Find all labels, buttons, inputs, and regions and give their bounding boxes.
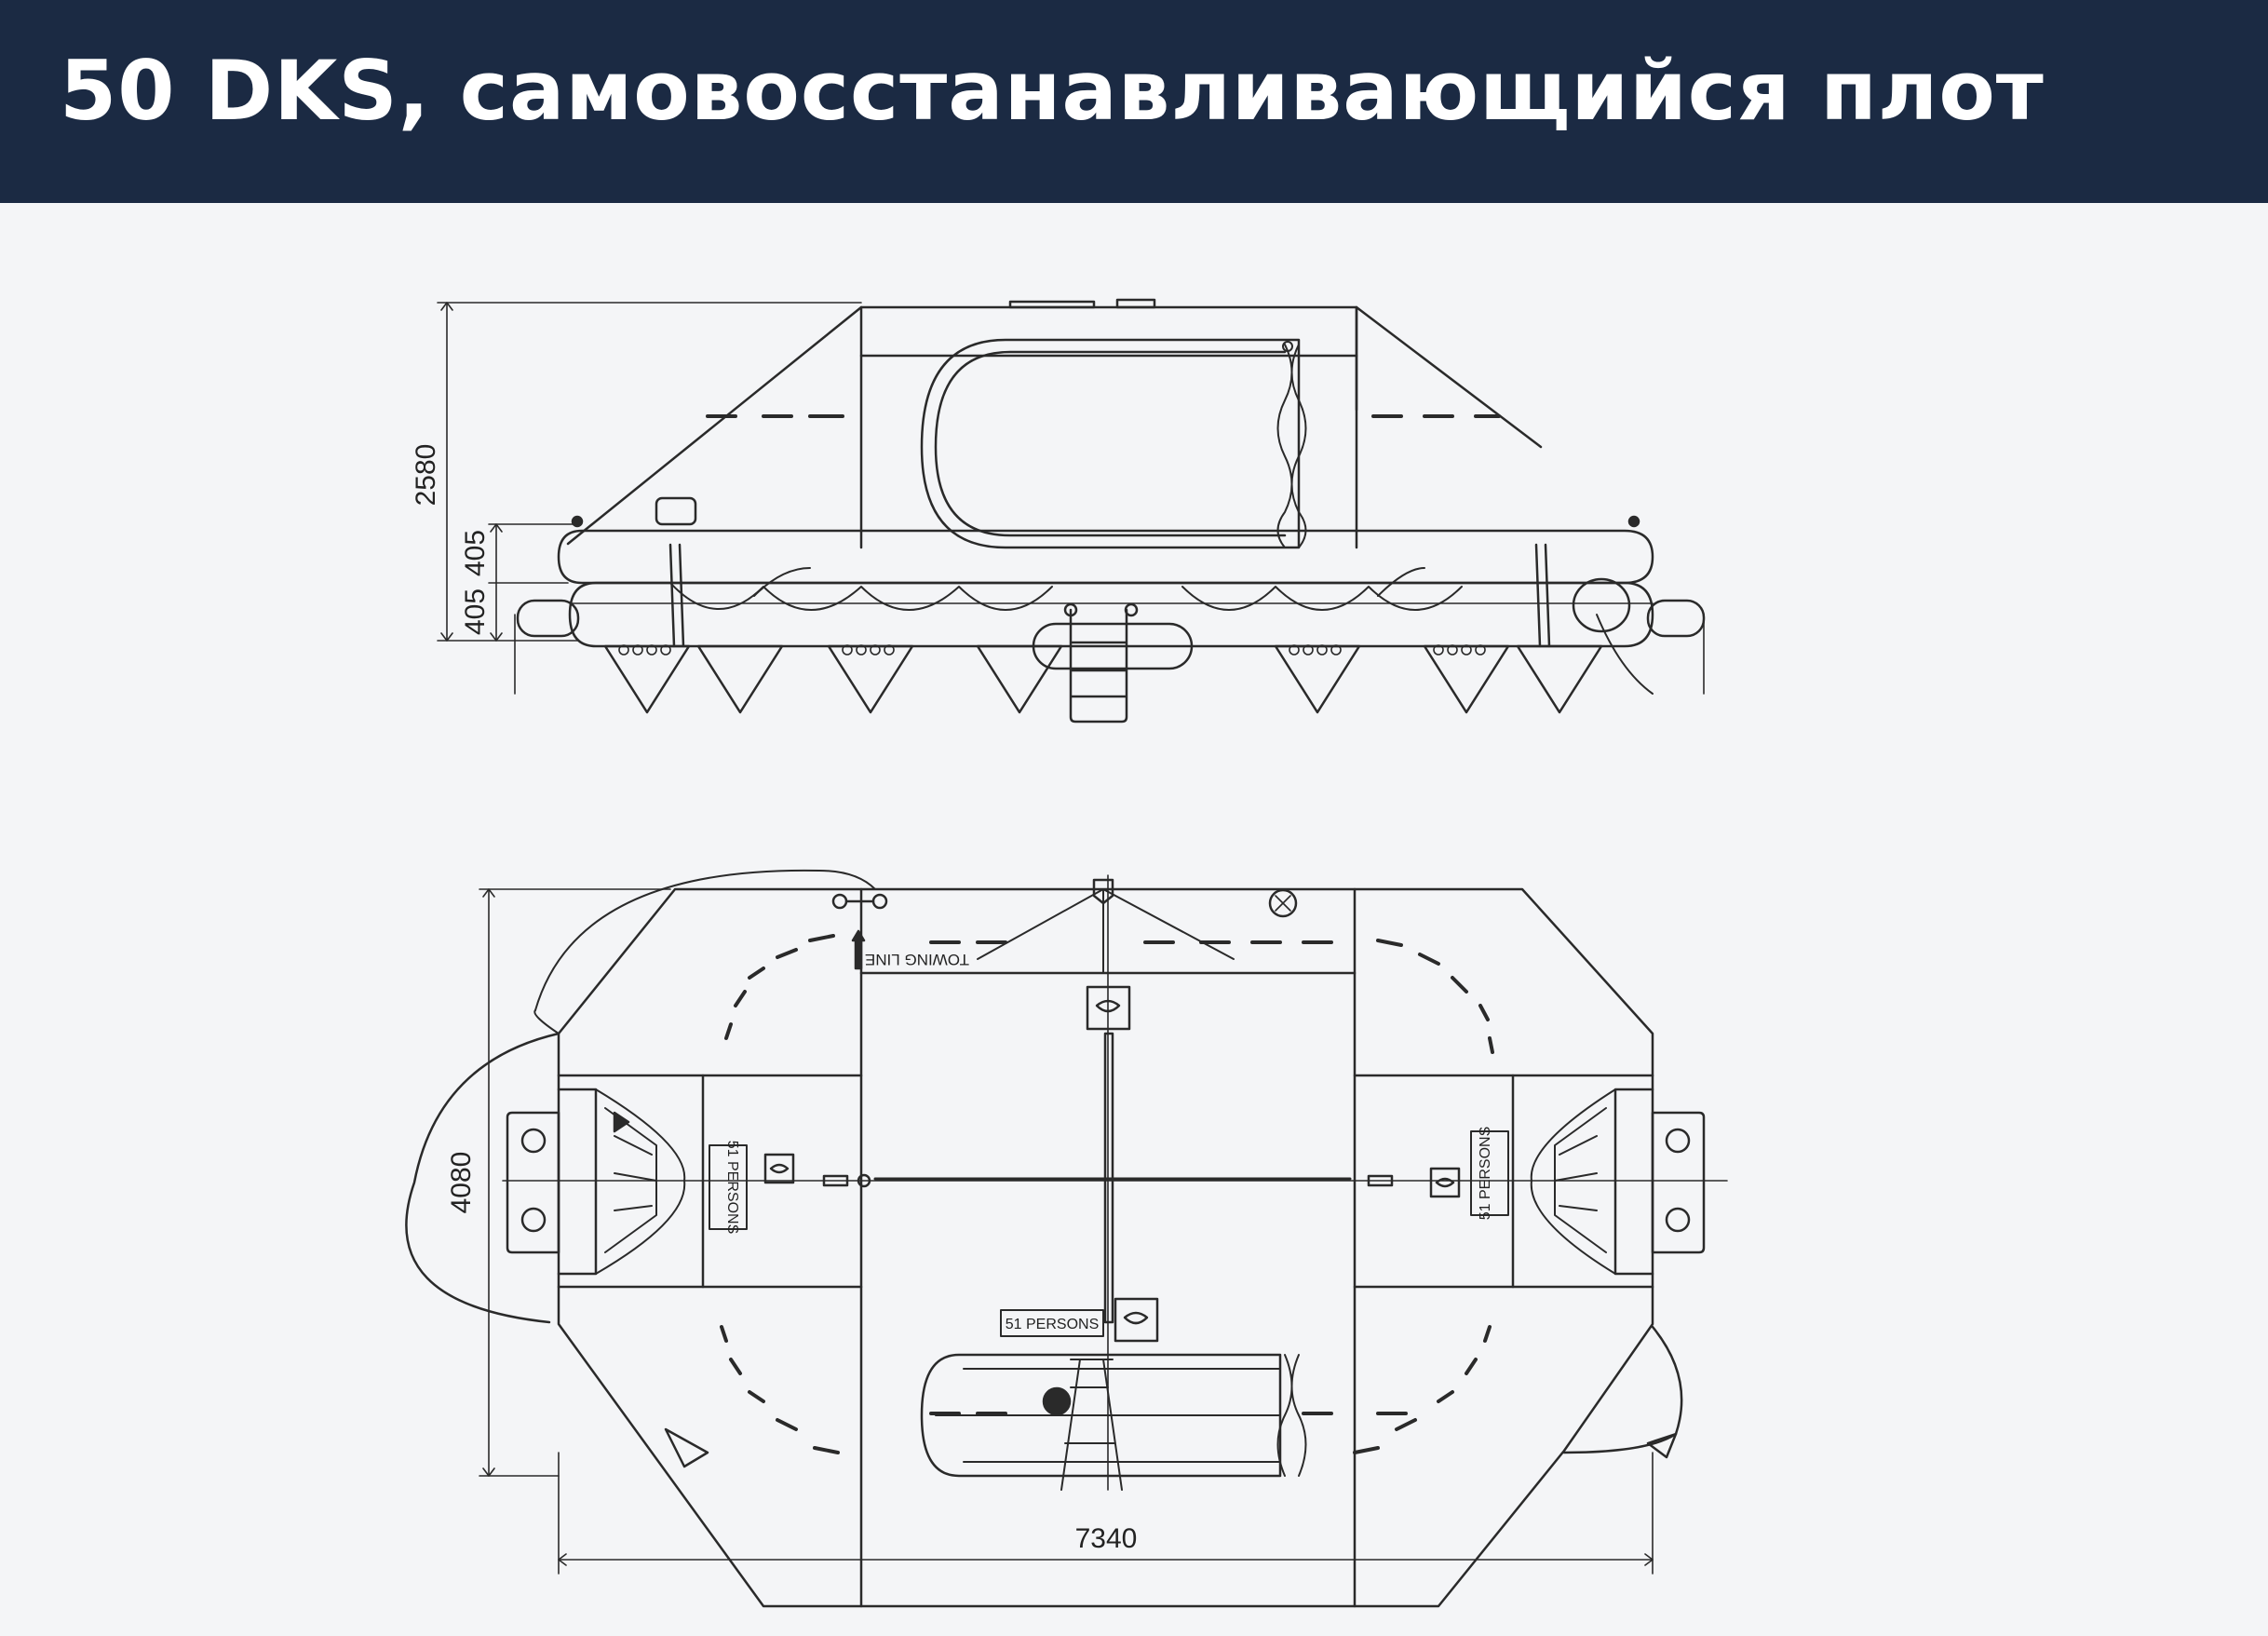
logo-plate-right [1429,1167,1461,1198]
ladder-ring-left [1063,602,1078,617]
entrance-inner [934,350,1287,537]
cylinder-valve-icon [1042,1386,1072,1416]
beam-end-left [822,1174,849,1187]
persons-box-left [709,1144,748,1230]
end-tube-right [1646,599,1706,638]
persons-box-bottom [1000,1309,1104,1337]
logo-plate-bottom [1114,1297,1159,1343]
tube-straps [668,543,1551,648]
left-entrance [506,1088,686,1276]
bottom-entrance-ladder [1060,1359,1123,1491]
right-entrance [1530,1088,1706,1276]
ladder-ring-right [1124,602,1139,617]
plan-view-labels: 4080 7340 TOWING LINE 51 PERSONS 51 PERS… [446,951,1493,1554]
pocket-holes [618,644,1486,656]
vent-fitting [1268,888,1298,918]
lower-buoyancy-tube [568,581,1654,648]
vent-fitting-cross [1275,895,1291,912]
side-view-drawing [514,298,1706,723]
plan-view-dimensions [479,888,1654,1575]
raft-inner-outline [859,887,1357,1608]
roof-plate [1115,298,1156,309]
dim-lower-tube: 405 [460,588,491,635]
logo-plate-top [1086,985,1131,1031]
label-persons-bottom: 51 PERSONS [1006,1317,1099,1332]
center-ring-left [857,1173,871,1188]
logo-plate-left [763,1153,795,1184]
grab-line [753,567,1425,597]
dim-length: 7340 [1075,1523,1138,1554]
page-title: 50 DKS, самовосстанавливающийся плот [60,43,2045,139]
label-persons-left: 51 PERSONS [724,1141,740,1234]
bridle-lines [977,888,1235,960]
plan-view-drawing [405,869,1728,1608]
corner-plate-right [1646,1432,1678,1459]
side-view-dimensions [437,302,862,642]
arch-join [533,1009,560,1034]
center-strap [1103,1032,1114,1324]
towing-eye-left [831,893,848,910]
dim-width: 4080 [446,1152,477,1214]
side-view-dimension-labels: 2580 405 405 [411,444,491,635]
towing-eye-right [871,893,888,910]
bottom-lacing [1276,1354,1307,1477]
arch-top-line [534,869,876,1011]
header-bar: 50 DKS, самовосстанавливающийся плот [0,0,2268,203]
light-right [1627,515,1640,528]
arch-right-outer [1562,1325,1683,1454]
end-tube-left [516,599,580,638]
upper-buoyancy-tube [557,529,1654,585]
label-towing-line: TOWING LINE [865,951,969,968]
label-persons-right: 51 PERSONS [1478,1127,1493,1220]
drogue-line [1596,614,1654,695]
dim-height-total: 2580 [411,444,441,507]
gas-cylinder-end [1572,577,1631,633]
viewing-window [655,496,697,526]
reflective-tape-ring [720,934,1494,1454]
technical-drawing: 2580 405 405 [405,298,1728,1608]
roof-strip [1008,300,1096,309]
corner-plate-left [664,1427,709,1468]
canopy-outline [566,305,1543,546]
dim-upper-tube: 405 [460,530,491,576]
towing-arrow-icon [851,929,866,970]
entrance-opening [920,338,1301,549]
bottom-entrance [920,1353,1282,1478]
water-pockets [603,644,1603,714]
boarding-ladder [1069,608,1128,723]
persons-box-right [1470,1130,1509,1216]
entrance-lacing [1276,341,1307,548]
lifeline-swags [669,582,1463,611]
arch-left-outer [405,1032,560,1324]
beam-end-right [1367,1174,1394,1187]
